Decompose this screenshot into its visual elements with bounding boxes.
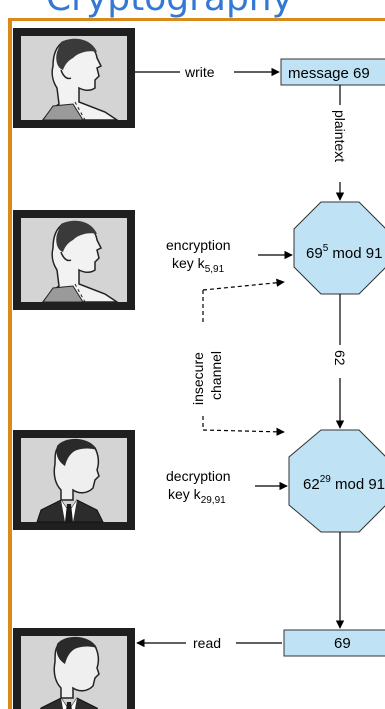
insecure-channel-bottom-arrow xyxy=(202,427,285,437)
person-sender-icon xyxy=(12,27,136,129)
encryption-key-label-line2: key k5,91 xyxy=(172,255,225,275)
insecure-channel-top-arrow xyxy=(202,278,285,291)
person-decryptor-icon xyxy=(12,429,136,531)
decryption-key-label-line1: decryption xyxy=(166,468,231,484)
result-text: 69 xyxy=(334,635,351,652)
frame-left-border xyxy=(8,18,12,709)
insecure-label-bg xyxy=(185,325,229,415)
encryption-node xyxy=(293,201,385,295)
encryption-text: 695 mod 91 xyxy=(306,243,382,262)
ciphertext-label: 62 xyxy=(332,350,348,366)
write-label: write xyxy=(184,64,215,80)
plaintext-label: plaintext xyxy=(332,110,348,162)
frame-top-border xyxy=(8,18,385,21)
result-box xyxy=(283,629,385,657)
insecure-label-line2: channel xyxy=(208,351,224,400)
message-text: message 69 xyxy=(288,65,370,82)
slide-title: Cryptography xyxy=(46,0,293,19)
person-encryptor-icon xyxy=(12,209,136,311)
decryption-node xyxy=(288,429,385,533)
decryption-text: 6229 mod 91 xyxy=(303,474,385,493)
message-box xyxy=(280,58,385,86)
title-strip: Cryptography xyxy=(0,0,385,20)
encryption-key-label-line1: encryption xyxy=(166,237,231,253)
decryption-key-label-line2: key k29,91 xyxy=(168,486,226,506)
read-label: read xyxy=(193,635,221,651)
person-receiver-icon xyxy=(12,627,136,709)
insecure-label-line1: insecure xyxy=(190,352,206,405)
